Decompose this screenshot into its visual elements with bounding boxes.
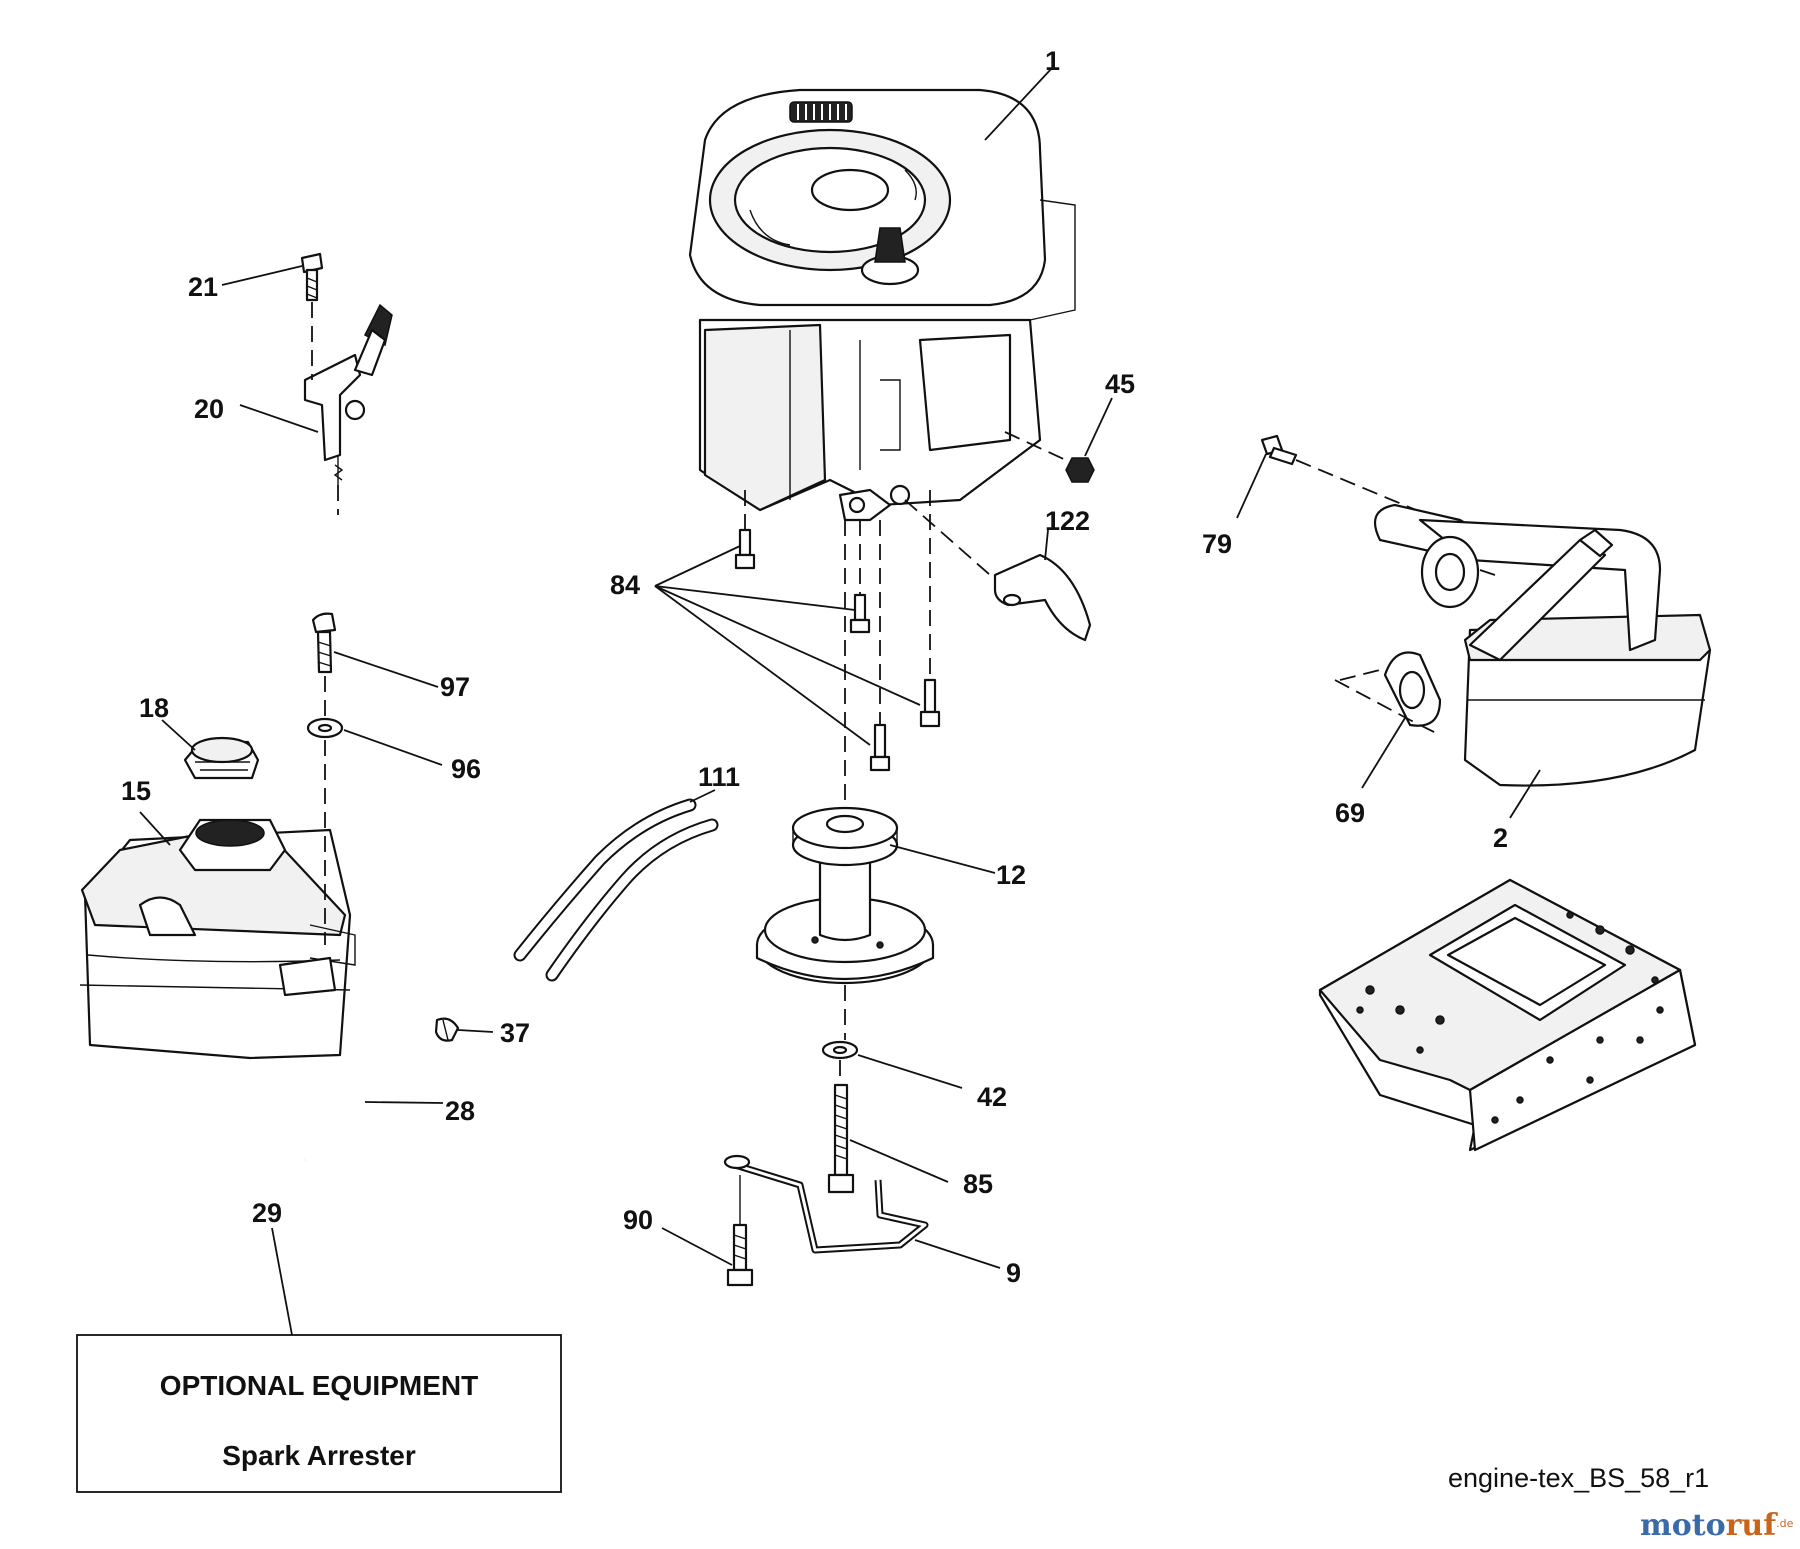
callout-12: 12 — [996, 860, 1026, 890]
washer-42-part — [821, 1040, 859, 1085]
hose-clamp-part — [434, 1017, 460, 1042]
bolt-90-part — [726, 1175, 754, 1287]
callout-15: 15 — [121, 776, 151, 806]
engine-part — [688, 88, 1076, 522]
callout-29: 29 — [252, 1198, 282, 1228]
fuel-cap-part — [183, 736, 260, 780]
pulley-part — [755, 520, 935, 1040]
mounting-plate-part — [1318, 878, 1697, 1152]
svg-text:motoruf.de: motoruf.de — [1640, 1508, 1794, 1543]
gasket-69-part — [1334, 651, 1442, 736]
exhaust-bolt-part — [1260, 434, 1441, 521]
leader-lines — [139, 67, 1541, 1336]
optional-equipment-title: OPTIONAL EQUIPMENT — [160, 1370, 478, 1401]
bolts-84-part — [734, 490, 941, 772]
callout-97: 97 — [440, 672, 470, 702]
callout-85: 85 — [963, 1169, 993, 1199]
callout-labels: 1 2 9 12 15 18 20 21 28 29 37 42 45 69 7… — [121, 46, 1508, 1288]
bolt-85-part — [827, 1083, 855, 1194]
callout-69: 69 — [1335, 798, 1365, 828]
fuel-tank-part — [79, 818, 356, 1060]
callout-9: 9 — [1006, 1258, 1021, 1288]
callout-37: 37 — [500, 1018, 530, 1048]
callout-2: 2 — [1493, 823, 1508, 853]
screw-97-part — [311, 612, 337, 716]
deflector-122-part — [904, 499, 1092, 642]
optional-equipment-item: Spark Arrester — [222, 1440, 416, 1471]
nut-45-part — [1004, 431, 1095, 483]
watermark-tld: .de — [1776, 1517, 1793, 1530]
callout-18: 18 — [139, 693, 169, 723]
callout-79: 79 — [1202, 529, 1232, 559]
callout-111: 111 — [698, 762, 740, 792]
washer-96-part — [306, 717, 344, 945]
callout-45: 45 — [1105, 369, 1135, 399]
muffler-part — [1373, 503, 1712, 787]
watermark-brand-a: moto — [1640, 1508, 1726, 1543]
callout-84: 84 — [610, 570, 640, 600]
watermark-logo: motoruf.de — [1640, 1508, 1794, 1543]
bracket-9-part — [723, 1154, 929, 1254]
callout-90: 90 — [623, 1205, 653, 1235]
callout-42: 42 — [977, 1082, 1007, 1112]
callout-20: 20 — [194, 394, 224, 424]
watermark-brand-b: ruf — [1726, 1508, 1779, 1543]
hoses-111-part — [513, 798, 719, 982]
callout-21: 21 — [188, 272, 218, 302]
screw-21-part — [300, 252, 324, 380]
fuel-line-part — [303, 1032, 431, 1162]
callout-28: 28 — [445, 1096, 475, 1126]
callout-96: 96 — [451, 754, 481, 784]
throttle-control-part — [303, 303, 393, 515]
callout-122: 122 — [1045, 506, 1090, 536]
optional-equipment-box: OPTIONAL EQUIPMENT Spark Arrester — [76, 1334, 562, 1493]
drawing-reference: engine-tex_BS_58_r1 — [1448, 1463, 1709, 1493]
callout-1: 1 — [1045, 46, 1060, 76]
